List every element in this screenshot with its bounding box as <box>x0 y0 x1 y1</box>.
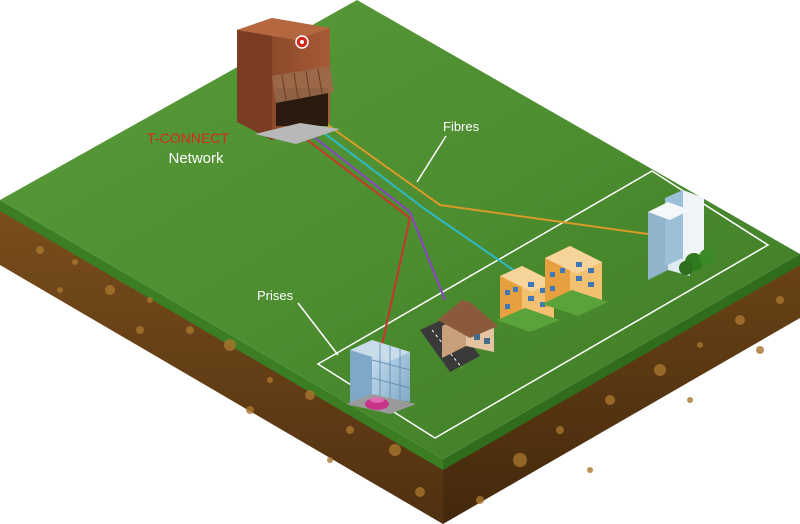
plot-boundary <box>316 170 770 439</box>
fibres-callout-line <box>416 135 447 183</box>
soil-right-side <box>443 262 800 524</box>
fibres-label: Fibres <box>443 119 480 134</box>
fibre-purple <box>304 129 446 301</box>
brand-name: T-CONNECT <box>147 130 229 146</box>
car-icon <box>365 397 389 410</box>
grass-top <box>0 0 800 459</box>
grass-rim-left <box>0 200 443 470</box>
prises-callout-line <box>297 302 339 356</box>
prises-label: Prises <box>257 288 294 303</box>
fibre-red <box>297 132 412 346</box>
fibre-cyan <box>311 123 523 277</box>
fibre-orange <box>317 117 649 235</box>
brand-subtitle: Network <box>168 150 224 167</box>
grass-rim-right <box>443 254 800 470</box>
soil-pebbles <box>36 246 784 504</box>
house-with-road-icon <box>420 300 498 372</box>
apartment-block-icon <box>542 246 608 316</box>
office-tower-icon <box>648 190 715 280</box>
network-hub-building-icon <box>237 18 340 144</box>
fiber-cables <box>297 117 649 346</box>
